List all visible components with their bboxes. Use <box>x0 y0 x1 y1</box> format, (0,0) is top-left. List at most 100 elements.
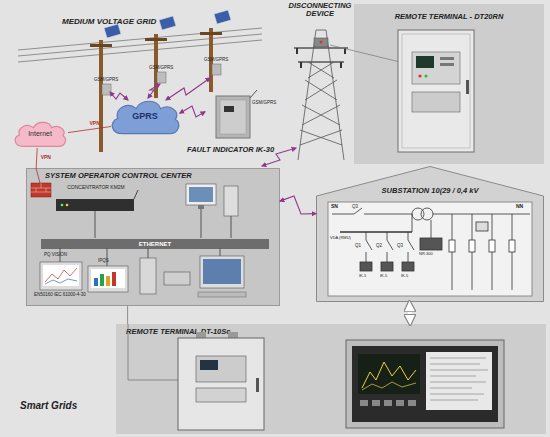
fault-indicator-cabinet <box>216 96 250 138</box>
node-text: GPRS <box>108 111 182 121</box>
data-link-arrow <box>408 302 412 324</box>
terminal-front-panel <box>430 376 476 377</box>
workstation <box>43 265 79 286</box>
remote-terminal-cabinet <box>412 52 460 84</box>
terminal-front-panel <box>346 340 504 428</box>
radio-link <box>262 148 296 166</box>
substation-scheme <box>332 214 354 215</box>
cable-link <box>127 306 128 324</box>
remote-terminal-cabinet <box>440 63 454 66</box>
substation-scheme <box>412 214 413 232</box>
modem-label: GSM/GPRS <box>252 100 276 105</box>
workstation <box>45 279 77 284</box>
terminal-front-panel <box>358 354 420 394</box>
wooden-pole <box>154 34 158 98</box>
disconnector <box>330 45 400 62</box>
workstation <box>231 216 232 238</box>
workstation <box>203 259 241 284</box>
substation-scheme <box>433 214 530 215</box>
substation-scheme <box>408 252 409 262</box>
firewall <box>31 183 51 197</box>
node-text: CONCENTRATOR KM2M <box>53 185 139 191</box>
terminal-front-panel <box>362 362 416 388</box>
substation-scheme <box>472 214 473 290</box>
workstation <box>40 184 246 297</box>
gsm-modem-box <box>212 64 221 75</box>
gsm-modem-box <box>157 72 166 83</box>
lattice-tower <box>298 30 316 160</box>
workstation <box>60 248 61 262</box>
substation-scheme <box>492 214 493 290</box>
wooden-pole <box>145 38 167 41</box>
modem-label: GSM/GPRS <box>204 57 228 62</box>
disconnector <box>320 41 323 44</box>
lattice-tower <box>305 80 337 100</box>
terminal-front-panel <box>430 358 486 359</box>
remote-terminal-cabinet <box>196 388 246 402</box>
substation-scheme <box>328 202 532 296</box>
remote-terminal-cabinet <box>440 57 454 60</box>
substation-scheme <box>489 240 495 252</box>
radio-link <box>110 92 128 100</box>
fault-indicator-cabinet <box>216 90 257 138</box>
node-text: SUBSTATION 10(29 / 0,4 kV <box>316 187 544 195</box>
lattice-tower <box>308 62 334 78</box>
firewall <box>31 188 51 189</box>
modem-label: GSM/GPRS <box>149 65 173 70</box>
lattice-tower <box>305 80 337 100</box>
ethernet-bus: ETHERNET <box>41 239 269 249</box>
terminal-front-panel <box>346 340 504 428</box>
firewall <box>41 183 42 188</box>
radio-link <box>148 84 160 98</box>
fault-indicator: FAULT INDICATOR IK-30 <box>205 92 305 158</box>
concentrator-device <box>61 204 64 207</box>
wooden-pole <box>209 28 213 92</box>
substation-scheme <box>452 214 453 290</box>
substation-scheme <box>412 208 424 220</box>
concentrator-device <box>95 211 96 238</box>
disconnector <box>314 38 328 47</box>
internet-cloud: Internet <box>12 120 68 148</box>
substation-building: SUBSTATION 10(29 / 0,4 kV <box>316 166 544 302</box>
caption-text: Smart Grids <box>20 400 77 411</box>
substation-scheme <box>431 220 432 238</box>
concentrator-device <box>56 199 134 211</box>
lattice-tower <box>294 47 348 48</box>
firewall <box>31 192 51 193</box>
building-outline <box>317 167 544 302</box>
remote-terminal-cabinet <box>412 92 460 112</box>
remote-terminal-panel: REMOTE TERMINAL DT-10Sc <box>116 324 546 434</box>
overhead-wires <box>18 28 262 62</box>
terminal-front-panel <box>396 400 404 406</box>
lattice-tower <box>308 62 334 78</box>
concentrator-device: CONCENTRATOR KM2M <box>53 185 139 213</box>
vpn-link <box>68 127 111 133</box>
remote-terminal-cabinet <box>228 332 238 338</box>
remote-terminal-cabinet <box>402 34 470 148</box>
wooden-pole <box>90 44 112 47</box>
solar-panel <box>214 10 231 24</box>
node-text: REMOTE TERMINAL DT-10Sc <box>126 328 346 336</box>
workstation <box>106 276 110 286</box>
concentrator-device <box>56 190 138 238</box>
wooden-pole <box>99 40 103 152</box>
substation-scheme <box>387 252 388 262</box>
substation-scheme <box>340 231 412 232</box>
remote-terminal-cabinet <box>200 360 218 370</box>
control-center-panel: SYSTEM OPERATOR CONTROL CENTERCONCENTRAT… <box>26 168 280 306</box>
terminal-front-panel <box>430 370 488 371</box>
remote-terminal-cabinet <box>196 356 246 382</box>
workstation <box>112 272 116 286</box>
section-title: MEDIUM VOLTAGE GRID <box>62 18 156 27</box>
substation-scheme <box>469 240 475 252</box>
substation-scheme <box>366 232 367 240</box>
lattice-tower <box>302 105 340 125</box>
workstation <box>91 269 125 288</box>
gprs-cloud: GPRS <box>108 98 182 136</box>
remote-terminal-cabinet <box>128 380 178 381</box>
workstation <box>220 248 221 256</box>
disconnector <box>296 48 298 54</box>
terminal-front-panel <box>430 364 480 365</box>
